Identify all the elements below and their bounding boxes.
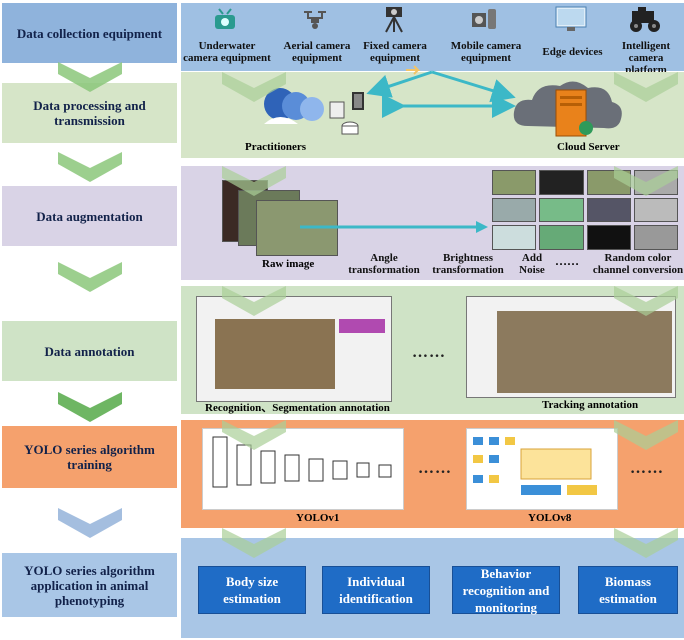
augmented-image [492, 225, 537, 250]
yolov1-label: YOLOv1 [296, 512, 340, 524]
annotation-panel [339, 319, 385, 333]
augmentation-arrow [300, 221, 488, 233]
chevron-down-icon [58, 392, 122, 422]
augmented-image [586, 225, 631, 250]
segmentation-screenshot [196, 296, 392, 402]
stage-label-training: YOLO series algorithm training [2, 426, 177, 488]
chevron-down-icon [614, 166, 678, 196]
chevron-down-icon [222, 72, 286, 102]
augmentation-ellipsis: …… [555, 254, 579, 268]
augmented-image [539, 197, 584, 223]
augmented-image [492, 170, 537, 195]
practitioners-icon [264, 88, 364, 135]
augmented-image [539, 225, 584, 250]
equipment-label-mobile: Mobile camera equipment [450, 40, 522, 64]
segmentation-label: Recognition、Segmentation annotation [205, 402, 390, 414]
equipment-row [181, 3, 684, 71]
stage-label-application: YOLO series algorithm application in ani… [2, 553, 177, 617]
practitioners-label: Practitioners [245, 141, 307, 153]
tracking-label: Tracking annotation [542, 399, 639, 411]
chevron-down-icon [58, 262, 122, 292]
chevron-down-icon [58, 62, 122, 92]
yolov1-architecture [202, 428, 404, 510]
augmented-image [492, 197, 537, 223]
chevron-down-icon [58, 508, 122, 538]
chevron-down-icon [222, 420, 286, 450]
chevron-down-icon [614, 420, 678, 450]
application-biomass: Biomass estimation [578, 566, 678, 614]
mobile-camera-icon [472, 9, 496, 29]
chevron-down-icon [222, 166, 286, 196]
tripod-camera-icon [385, 7, 403, 33]
annotation-image [215, 319, 335, 389]
cloud-server-label: Cloud Server [557, 141, 620, 153]
color-channel-label: Random color channel conversion [592, 252, 684, 276]
augmented-image [633, 197, 678, 223]
stage-label-annotation: Data annotation [2, 321, 177, 381]
underwater-camera-icon [215, 8, 235, 29]
annotation-ellipsis: …… [412, 344, 446, 361]
angle-label: Angle transformation [348, 252, 420, 276]
stage-label-augmentation: Data augmentation [2, 186, 177, 246]
stage-label-processing: Data processing and transmission [2, 83, 177, 143]
application-body-size: Body size estimation [198, 566, 306, 614]
network-diagram-icon [473, 437, 597, 495]
yolov8-label: YOLOv8 [528, 512, 572, 524]
training-ellipsis-right: …… [630, 460, 664, 477]
yolov8-architecture [466, 428, 618, 510]
noise-label: Add Noise [519, 252, 545, 276]
chevron-down-icon [222, 528, 286, 558]
application-identification: Individual identification [322, 566, 430, 614]
chevron-down-icon [58, 152, 122, 182]
equipment-label-fixed: Fixed camera equipment [363, 40, 427, 64]
cloud-server-icon [513, 81, 622, 137]
brightness-label: Brightness transformation [432, 252, 504, 276]
application-behavior: Behavior recognition and monitoring [452, 566, 560, 615]
raw-image-label: Raw image [262, 258, 315, 270]
monitor-icon [555, 6, 587, 31]
chevron-down-icon [614, 528, 678, 558]
network-diagram-icon [212, 436, 392, 488]
augmented-image [539, 170, 584, 195]
equipment-label-edge: Edge devices [542, 46, 603, 58]
chevron-down-icon [614, 286, 678, 316]
augmented-image [633, 225, 678, 250]
robot-vehicle-icon [630, 7, 660, 32]
augmented-image [586, 197, 631, 223]
stage-label-collection: Data collection equipment [2, 3, 177, 63]
equipment-label-aerial: Aerial camera equipment [283, 40, 351, 64]
tracking-screenshot [466, 296, 676, 398]
training-ellipsis-left: …… [418, 460, 452, 477]
transmission-arrows [366, 65, 516, 118]
chevron-down-icon [222, 286, 286, 316]
equipment-label-underwater: Underwater camera equipment [183, 40, 271, 64]
chevron-down-icon [614, 72, 678, 102]
drone-icon [304, 11, 326, 29]
tracking-image [497, 311, 672, 393]
equipment-label-platform: Intelligent camera platform [621, 40, 671, 76]
